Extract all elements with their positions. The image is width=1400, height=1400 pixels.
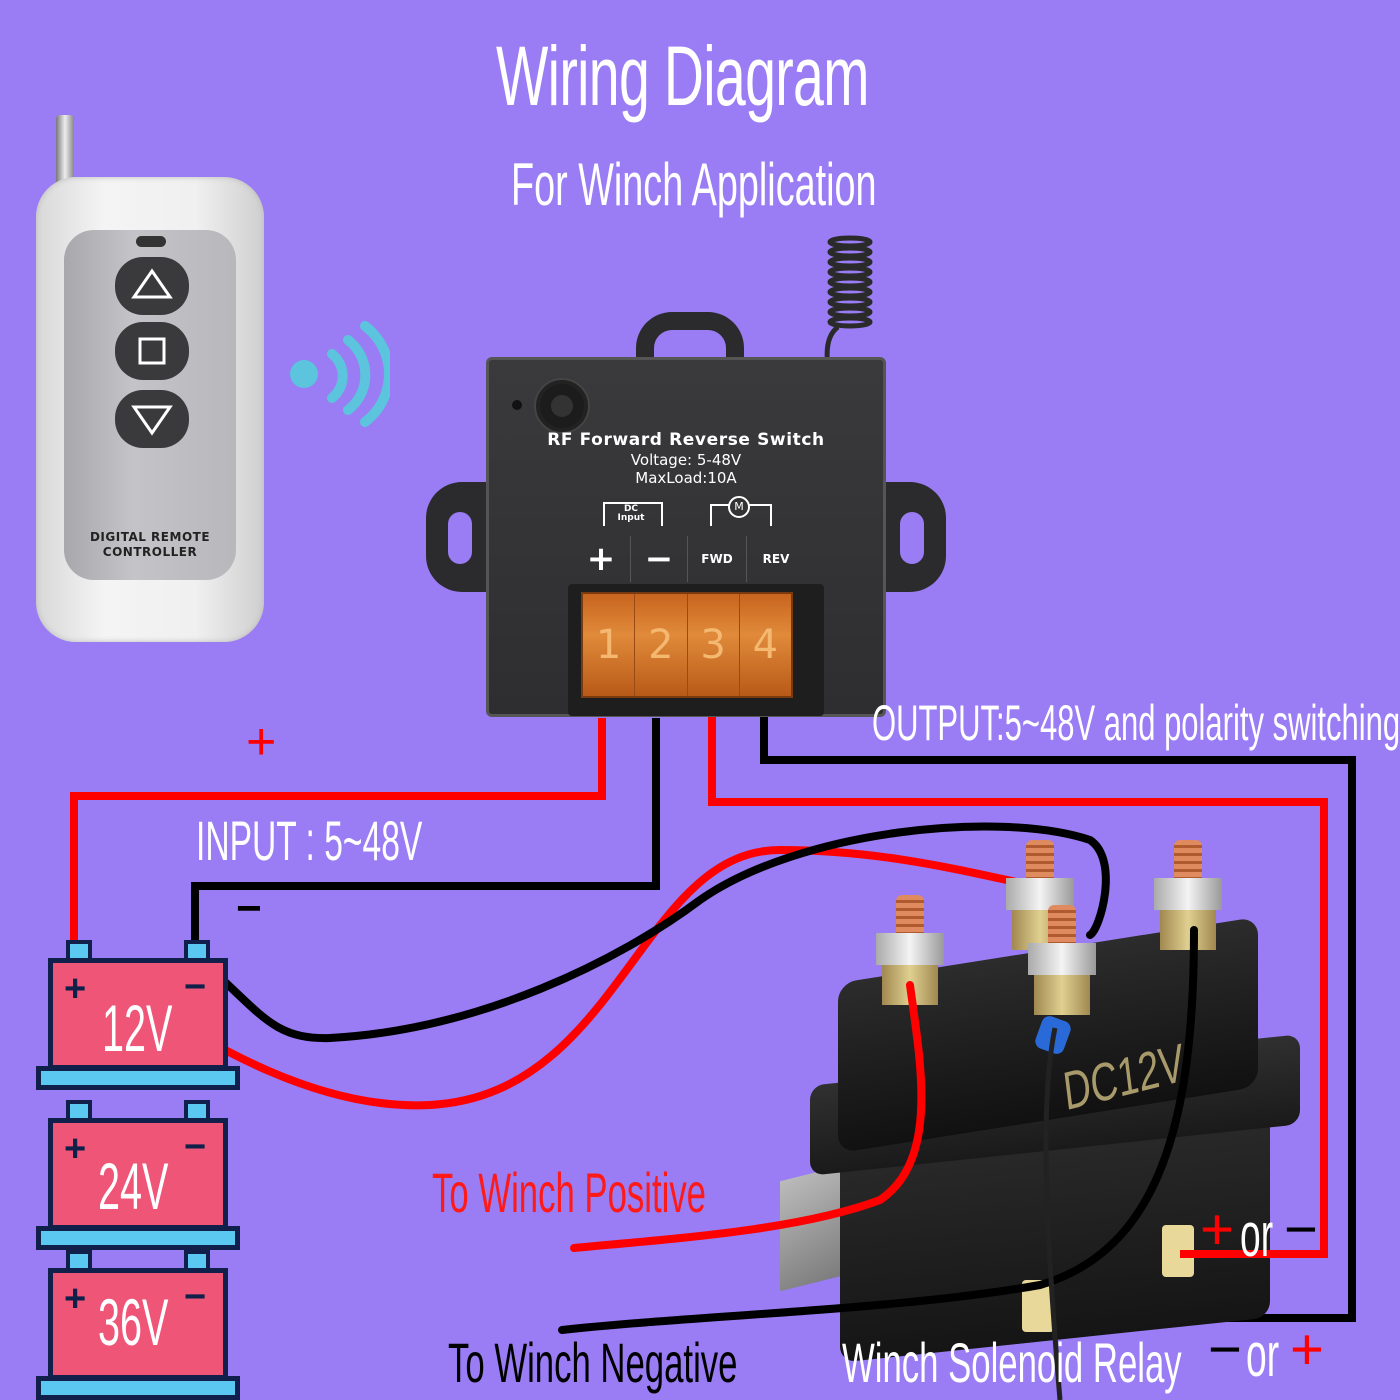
status-led [512, 400, 522, 410]
coil-signal-wire [1043, 1027, 1063, 1400]
remote-label-line1: DIGITAL REMOTE [89, 530, 211, 544]
input-minus-sign: − [236, 884, 262, 933]
stop-square-icon [138, 337, 166, 365]
battery-to-relay-positive-wire [74, 845, 1034, 1110]
terminal-label-minus: − [631, 536, 688, 582]
module-max-load: MaxLoad:10A [635, 469, 737, 487]
stop-button[interactable] [115, 322, 189, 380]
relay-terminal-post [1024, 905, 1100, 1015]
diagram-title: Wiring Diagram [496, 29, 869, 123]
battery-plus-icon: + [64, 1278, 87, 1320]
terminal-label-plus: + [572, 536, 631, 582]
down-button[interactable] [115, 390, 189, 448]
up-arrow-icon [131, 268, 173, 299]
battery-voltage-label: 24V [98, 1149, 169, 1223]
relay-terminal-post [872, 895, 948, 1005]
polarity-upper-plus: + [1200, 1197, 1234, 1262]
remote-label-line2: CONTROLLER [102, 545, 198, 559]
terminal-labels: + − FWD REV [572, 536, 812, 582]
terminal-cover[interactable]: 1 2 3 4 [581, 592, 793, 698]
module-voltage: Voltage: 5-48V [630, 451, 742, 469]
to-winch-positive-wire [570, 981, 926, 1252]
battery-24v: + − 24V [36, 1100, 240, 1250]
terminal-number-1: 1 [583, 594, 636, 696]
winch-solenoid-relay-label: Winch Solenoid Relay [842, 1331, 1182, 1394]
terminal-number-4: 4 [752, 622, 779, 668]
wireless-signal-icon [290, 321, 390, 427]
polarity-lower-or: or [1246, 1321, 1280, 1390]
input-plus-sign: + [246, 713, 277, 771]
remote-antenna [56, 115, 74, 187]
terminal-label-rev: REV [762, 552, 790, 566]
battery-plus-icon: + [64, 968, 87, 1010]
battery-12v: + − 12V [36, 940, 240, 1090]
remote-controller: DIGITAL REMOTE CONTROLLER [34, 115, 266, 645]
winch-solenoid-relay: DC12V [780, 840, 1310, 1363]
to-winch-negative-label: To Winch Negative [448, 1331, 738, 1394]
terminal-number-3: 3 [688, 594, 740, 696]
battery-minus-icon: − [184, 1126, 207, 1168]
battery-minus-icon: − [184, 966, 207, 1008]
to-winch-positive-label: To Winch Positive [432, 1161, 707, 1224]
input-negative-wire [191, 718, 660, 948]
remote-led [136, 236, 166, 247]
up-button[interactable] [115, 257, 189, 315]
remote-label: DIGITAL REMOTE CONTROLLER [64, 530, 236, 560]
rf-switch-module: RF Forward Reverse Switch Voltage: 5-48V… [426, 235, 946, 722]
battery-voltage-label: 12V [102, 991, 173, 1065]
pair-button[interactable] [536, 380, 588, 432]
input-positive-wire [70, 718, 606, 945]
relay-terminal-post [1150, 840, 1226, 950]
polarity-lower-plus: + [1290, 1317, 1324, 1382]
input-label: INPUT : 5~48V [196, 809, 423, 872]
motor-symbol-icon: M [728, 496, 750, 518]
battery-to-relay-negative-wire [194, 822, 1110, 1043]
battery-36v: + − 36V [36, 1250, 240, 1400]
down-arrow-icon [131, 405, 173, 436]
battery-plus-icon: + [64, 1128, 87, 1170]
to-winch-negative-wire [558, 926, 1198, 1334]
polarity-lower-minus: − [1208, 1317, 1242, 1382]
polarity-upper-minus: − [1284, 1197, 1318, 1262]
diagram-subtitle: For Winch Application [511, 151, 877, 218]
battery-minus-icon: − [184, 1276, 207, 1318]
polarity-upper-or: or [1240, 1201, 1274, 1270]
terminal-number-2: 2 [635, 594, 688, 696]
dc-input-bracket [603, 502, 663, 526]
battery-voltage-label: 36V [98, 1285, 169, 1359]
output-label: OUTPUT:5~48V and polarity switching [872, 695, 1400, 751]
module-name: RF Forward Reverse Switch [547, 430, 825, 450]
terminal-label-fwd: FWD [688, 536, 747, 582]
dc-input-label: DC Input [617, 504, 645, 523]
